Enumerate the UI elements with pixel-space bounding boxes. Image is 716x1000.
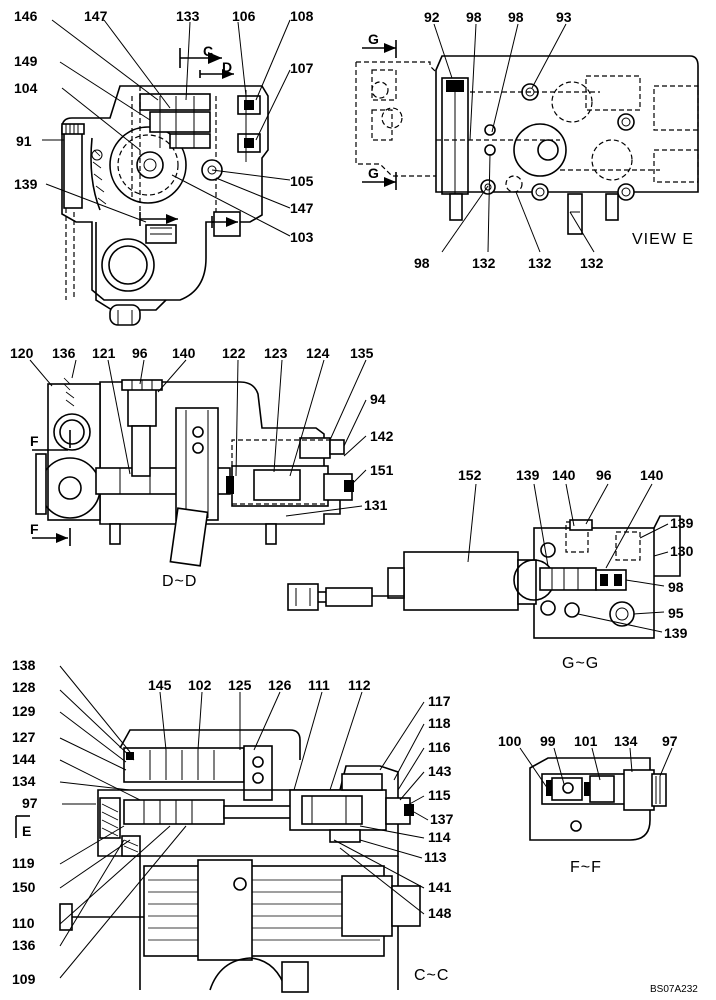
label-99: 99 [540, 733, 556, 749]
label-118: 118 [428, 715, 451, 731]
section-letter-d: D [222, 59, 232, 75]
drawing-code: BS07A232 [650, 984, 698, 995]
label-147: 147 [84, 8, 108, 24]
label-139-a: 139 [516, 467, 540, 483]
label-127: 127 [12, 729, 36, 745]
label-143: 143 [428, 763, 452, 779]
label-98-a: 98 [466, 9, 482, 25]
label-108: 108 [290, 8, 314, 24]
label-100: 100 [498, 733, 522, 749]
label-106: 106 [232, 8, 256, 24]
label-129: 129 [12, 703, 36, 719]
section-g-g-drawing: 152 139 140 96 140 139 130 98 95 139 G~G [287, 467, 694, 672]
label-132-c: 132 [580, 255, 604, 271]
label-132-a: 132 [472, 255, 496, 271]
section-letter-g-bottom: G [368, 165, 379, 181]
label-119: 119 [12, 855, 35, 871]
label-150: 150 [12, 879, 36, 895]
section-g-g-title: G~G [562, 655, 599, 672]
label-107: 107 [290, 60, 314, 76]
label-123: 123 [264, 345, 288, 361]
label-96: 96 [596, 467, 612, 483]
label-142: 142 [370, 428, 394, 444]
label-139: 139 [14, 176, 38, 192]
label-136: 136 [52, 345, 76, 361]
label-152: 152 [458, 467, 482, 483]
label-144: 144 [12, 751, 36, 767]
label-113: 113 [424, 849, 447, 865]
label-146: 146 [14, 8, 38, 24]
label-149: 149 [14, 53, 38, 69]
label-117: 117 [428, 693, 451, 709]
label-125: 125 [228, 677, 252, 693]
label-97: 97 [662, 733, 678, 749]
section-f-f-drawing: 100 99 101 134 97 F~F [498, 733, 678, 876]
view-e-title: VIEW E [632, 231, 694, 248]
label-137: 137 [430, 811, 454, 827]
label-102: 102 [188, 677, 212, 693]
label-132-b: 132 [528, 255, 552, 271]
label-151: 151 [370, 462, 394, 478]
label-124: 124 [306, 345, 330, 361]
label-136: 136 [12, 937, 36, 953]
label-91: 91 [16, 133, 32, 149]
label-101: 101 [574, 733, 598, 749]
section-letter-e: E [22, 823, 31, 839]
label-135: 135 [350, 345, 374, 361]
label-116: 116 [428, 739, 451, 755]
label-134: 134 [614, 733, 638, 749]
upper-left-section-drawing: C D 146 147 133 106 108 149 107 104 91 1… [14, 8, 314, 326]
label-98-c: 98 [414, 255, 430, 271]
label-94: 94 [370, 391, 386, 407]
label-134: 134 [12, 773, 36, 789]
section-c-c-lower-drawing: E 138 128 145 102 125 126 1 [12, 657, 454, 993]
section-letter-c: C [203, 43, 213, 59]
view-e-drawing: G G 92 98 98 93 98 132 132 132 VIEW E [355, 9, 699, 271]
section-d-d-drawing: F F 120 136 121 96 140 122 123 124 135 9… [10, 345, 394, 590]
label-133: 133 [176, 8, 200, 24]
label-98: 98 [668, 579, 684, 595]
label-115: 115 [428, 787, 451, 803]
label-98-b: 98 [508, 9, 524, 25]
label-126: 126 [268, 677, 292, 693]
label-141: 141 [428, 879, 452, 895]
label-130: 130 [670, 543, 694, 559]
section-f-f-title: F~F [570, 859, 602, 876]
section-letter-f-top: F [30, 433, 39, 449]
label-92: 92 [424, 9, 440, 25]
label-140-b: 140 [640, 467, 664, 483]
label-139-c: 139 [664, 625, 688, 641]
label-122: 122 [222, 345, 246, 361]
label-111: 111 [308, 677, 330, 693]
label-128: 128 [12, 679, 36, 695]
label-120: 120 [10, 345, 34, 361]
label-110: 110 [12, 915, 35, 931]
label-131: 131 [364, 497, 388, 513]
label-139-b: 139 [670, 515, 694, 531]
label-104: 104 [14, 80, 38, 96]
section-letter-g-top: G [368, 31, 379, 47]
section-c-c-title: C~C [414, 967, 449, 984]
label-96: 96 [132, 345, 148, 361]
label-140: 140 [172, 345, 196, 361]
label-148: 148 [428, 905, 452, 921]
section-letter-f-bottom: F [30, 521, 39, 537]
label-103: 103 [290, 229, 314, 245]
label-140-a: 140 [552, 467, 576, 483]
label-97: 97 [22, 795, 38, 811]
label-105: 105 [290, 173, 314, 189]
label-109: 109 [12, 971, 36, 987]
label-145: 145 [148, 677, 172, 693]
label-121: 121 [92, 345, 116, 361]
label-112: 112 [348, 677, 371, 693]
label-95: 95 [668, 605, 684, 621]
label-138: 138 [12, 657, 36, 673]
label-147b: 147 [290, 200, 314, 216]
section-d-d-title: D~D [162, 573, 197, 590]
label-114: 114 [428, 829, 451, 845]
label-93: 93 [556, 9, 572, 25]
